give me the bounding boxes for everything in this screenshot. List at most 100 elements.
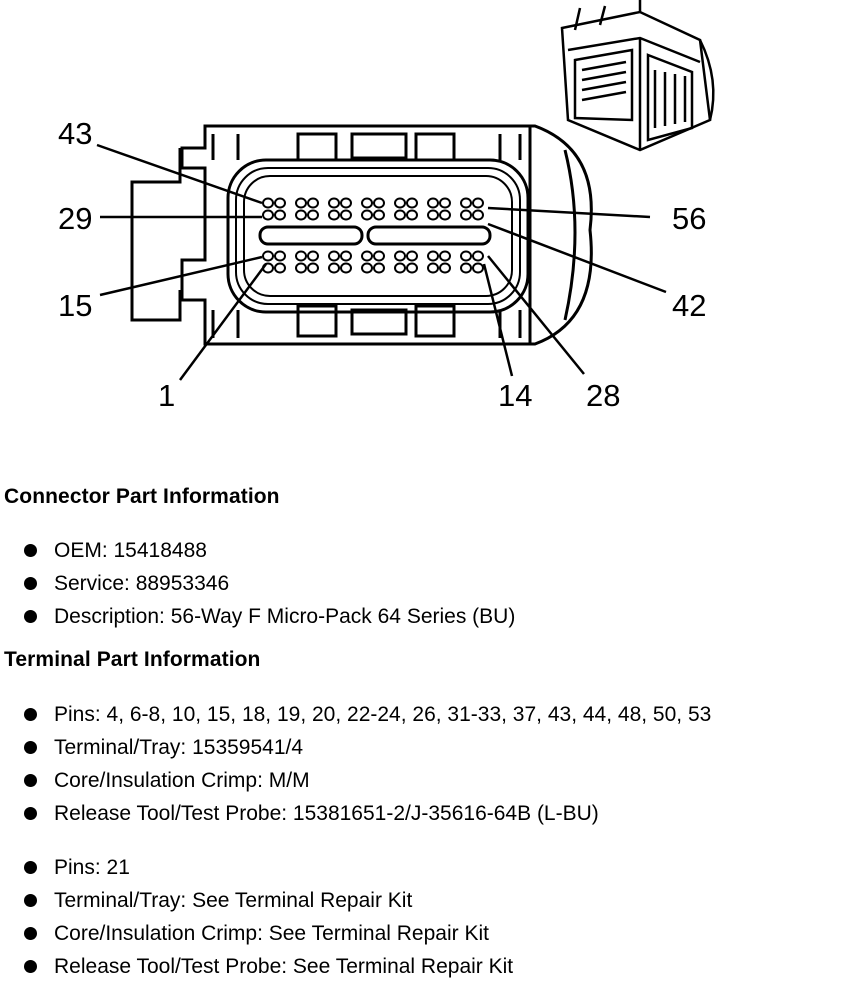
pin-label-43: 43 bbox=[58, 116, 92, 151]
pin-cavity bbox=[472, 197, 484, 209]
pin-cavity bbox=[340, 197, 352, 209]
pin-cavity bbox=[295, 209, 307, 221]
pin-cavity bbox=[307, 262, 319, 274]
pin-cavity bbox=[295, 262, 307, 274]
list-item-text: OEM: 15418488 bbox=[54, 539, 207, 562]
pin-cavity bbox=[328, 209, 340, 221]
pin-cavity bbox=[328, 262, 340, 274]
pin-cavity bbox=[328, 197, 340, 209]
list-item-text: Core/Insulation Crimp: M/M bbox=[54, 769, 310, 792]
pin-cavity bbox=[394, 262, 406, 274]
connector-face-drawing bbox=[130, 124, 593, 346]
connector-info-title: Connector Part Information bbox=[4, 485, 280, 508]
pin-cavity bbox=[427, 209, 439, 221]
list-item-text: Terminal/Tray: See Terminal Repair Kit bbox=[54, 889, 413, 912]
pin-cavity bbox=[472, 262, 484, 274]
list-item-text: Release Tool/Test Probe: See Terminal Re… bbox=[54, 955, 514, 978]
pin-cavity bbox=[262, 209, 274, 221]
pin-cavities bbox=[262, 197, 484, 274]
pin-cavity bbox=[439, 262, 451, 274]
list-item-text: Pins: 4, 6-8, 10, 15, 18, 19, 20, 22-24,… bbox=[54, 703, 712, 726]
connector-iso-view bbox=[560, 0, 715, 152]
pin-cavity bbox=[373, 197, 385, 209]
list-item: Service: 88953346 bbox=[0, 567, 515, 600]
bullet-icon bbox=[24, 610, 37, 623]
pin-label-56: 56 bbox=[672, 201, 706, 236]
bullet-icon bbox=[24, 577, 37, 590]
pin-cavity bbox=[472, 250, 484, 262]
list-item-text: Service: 88953346 bbox=[54, 572, 230, 595]
pin-cavity bbox=[439, 209, 451, 221]
pin-cavity bbox=[460, 197, 472, 209]
pin-cavity bbox=[274, 250, 286, 262]
bullet-icon bbox=[24, 807, 37, 820]
list-item: Release Tool/Test Probe: 15381651-2/J-35… bbox=[0, 797, 711, 830]
pin-cavity bbox=[295, 250, 307, 262]
pin-label-1: 1 bbox=[158, 378, 175, 413]
bullet-icon bbox=[24, 774, 37, 787]
pin-label-42: 42 bbox=[672, 288, 706, 323]
pin-cavity bbox=[361, 197, 373, 209]
pin-cavity bbox=[295, 197, 307, 209]
pin-cavity bbox=[340, 209, 352, 221]
list-item-text: Description: 56-Way F Micro-Pack 64 Seri… bbox=[54, 605, 516, 628]
list-item: OEM: 15418488 bbox=[0, 534, 515, 567]
pin-cavity bbox=[406, 209, 418, 221]
list-item-text: Release Tool/Test Probe: 15381651-2/J-35… bbox=[54, 802, 599, 825]
bullet-icon bbox=[24, 741, 37, 754]
list-item: Pins: 21 bbox=[0, 851, 513, 884]
bullet-icon bbox=[24, 861, 37, 874]
pin-cavity bbox=[328, 250, 340, 262]
pin-cavity bbox=[439, 197, 451, 209]
terminal-info-list-1: Pins: 4, 6-8, 10, 15, 18, 19, 20, 22-24,… bbox=[0, 698, 711, 830]
terminal-info-title: Terminal Part Information bbox=[4, 648, 261, 671]
pin-cavity bbox=[439, 250, 451, 262]
pin-label-15: 15 bbox=[58, 288, 92, 323]
connector-info-list: OEM: 15418488 Service: 88953346 Descript… bbox=[0, 534, 515, 633]
bullet-icon bbox=[24, 708, 37, 721]
pin-cavity bbox=[307, 250, 319, 262]
pin-label-14: 14 bbox=[498, 378, 532, 413]
pin-cavity bbox=[373, 209, 385, 221]
list-item: Release Tool/Test Probe: See Terminal Re… bbox=[0, 950, 513, 983]
pin-cavity bbox=[340, 262, 352, 274]
pin-cavity bbox=[406, 197, 418, 209]
pin-label-28: 28 bbox=[586, 378, 620, 413]
pin-cavity bbox=[427, 250, 439, 262]
bullet-icon bbox=[24, 960, 37, 973]
list-item: Core/Insulation Crimp: See Terminal Repa… bbox=[0, 917, 513, 950]
pin-cavity bbox=[274, 197, 286, 209]
pin-label-29: 29 bbox=[58, 201, 92, 236]
list-item: Terminal/Tray: 15359541/4 bbox=[0, 731, 711, 764]
pin-cavity bbox=[274, 209, 286, 221]
list-item: Description: 56-Way F Micro-Pack 64 Seri… bbox=[0, 600, 515, 633]
bullet-icon bbox=[24, 927, 37, 940]
pin-cavity bbox=[361, 250, 373, 262]
pin-cavity bbox=[406, 262, 418, 274]
bullet-icon bbox=[24, 544, 37, 557]
list-item: Pins: 4, 6-8, 10, 15, 18, 19, 20, 22-24,… bbox=[0, 698, 711, 731]
list-item-text: Pins: 21 bbox=[54, 856, 130, 879]
pin-cavity bbox=[406, 250, 418, 262]
pin-cavity bbox=[373, 250, 385, 262]
leader-lines bbox=[96, 143, 667, 381]
pin-cavity bbox=[460, 209, 472, 221]
pin-cavity bbox=[427, 197, 439, 209]
connector-diagram: 43 29 15 1 56 42 14 28 bbox=[58, 0, 715, 413]
pin-cavity bbox=[427, 262, 439, 274]
list-item: Core/Insulation Crimp: M/M bbox=[0, 764, 711, 797]
list-item: Terminal/Tray: See Terminal Repair Kit bbox=[0, 884, 513, 917]
pin-cavity bbox=[274, 262, 286, 274]
pin-cavity bbox=[340, 250, 352, 262]
pin-cavity bbox=[472, 209, 484, 221]
pin-cavity bbox=[262, 250, 274, 262]
pin-cavity bbox=[307, 209, 319, 221]
pin-cavity bbox=[460, 250, 472, 262]
pin-cavity bbox=[262, 197, 274, 209]
list-item-text: Core/Insulation Crimp: See Terminal Repa… bbox=[54, 922, 489, 945]
pin-cavity bbox=[373, 262, 385, 274]
terminal-info-list-2: Pins: 21 Terminal/Tray: See Terminal Rep… bbox=[0, 851, 513, 983]
pin-cavity bbox=[394, 250, 406, 262]
pin-cavity bbox=[460, 262, 472, 274]
pin-cavity bbox=[394, 197, 406, 209]
